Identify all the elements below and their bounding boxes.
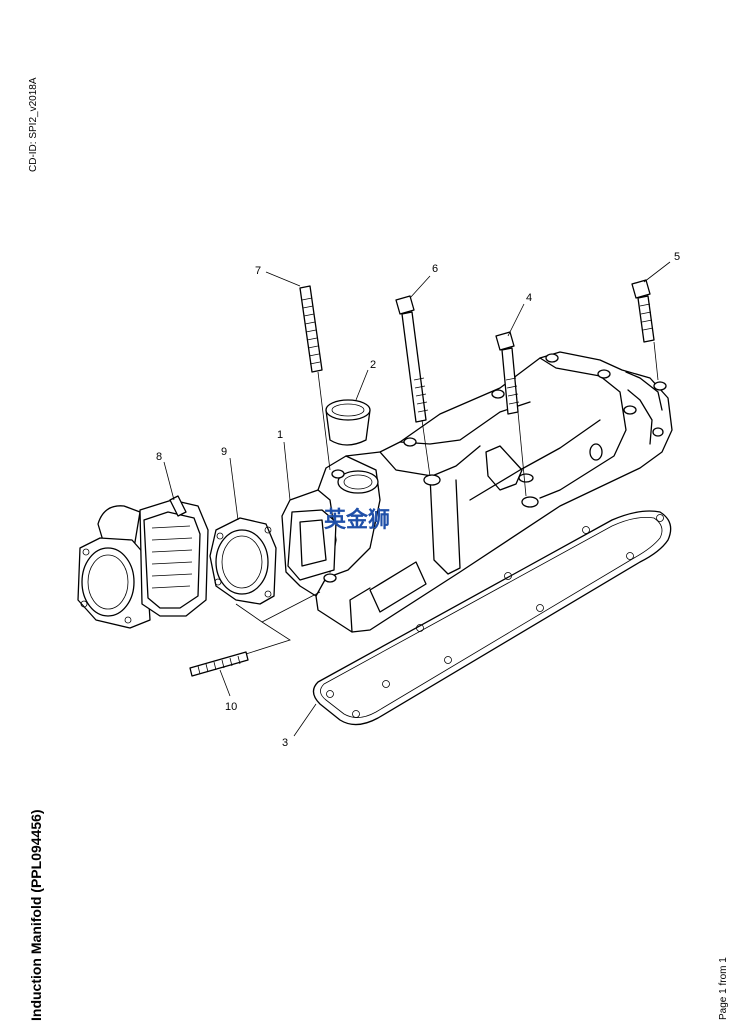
induction-manifold-body xyxy=(281,351,673,633)
callout-3: 3 xyxy=(282,737,288,749)
bolt-medium-4 xyxy=(495,331,520,415)
stud-long xyxy=(299,285,323,373)
manifold-gasket xyxy=(312,510,672,726)
callout-10: 10 xyxy=(225,701,237,713)
callout-6: 6 xyxy=(432,263,438,275)
throttle-gasket xyxy=(209,517,277,605)
stud-short xyxy=(189,651,249,677)
callouts: 1 2 3 4 5 6 7 8 9 10 xyxy=(156,251,680,749)
callout-2: 2 xyxy=(370,359,376,371)
watermark-text: 英金狮 xyxy=(324,507,390,533)
alignment-lines xyxy=(235,341,659,655)
callout-leaders xyxy=(163,261,671,737)
callout-9: 9 xyxy=(221,446,227,458)
callout-4: 4 xyxy=(526,292,532,304)
sleeve xyxy=(325,399,371,446)
throttle-body xyxy=(77,495,209,629)
callout-1: 1 xyxy=(277,429,283,441)
bolt-long xyxy=(395,295,429,423)
bolt-medium-5 xyxy=(631,279,655,343)
callout-8: 8 xyxy=(156,451,162,463)
callout-7: 7 xyxy=(255,265,261,277)
callout-5: 5 xyxy=(674,251,680,263)
